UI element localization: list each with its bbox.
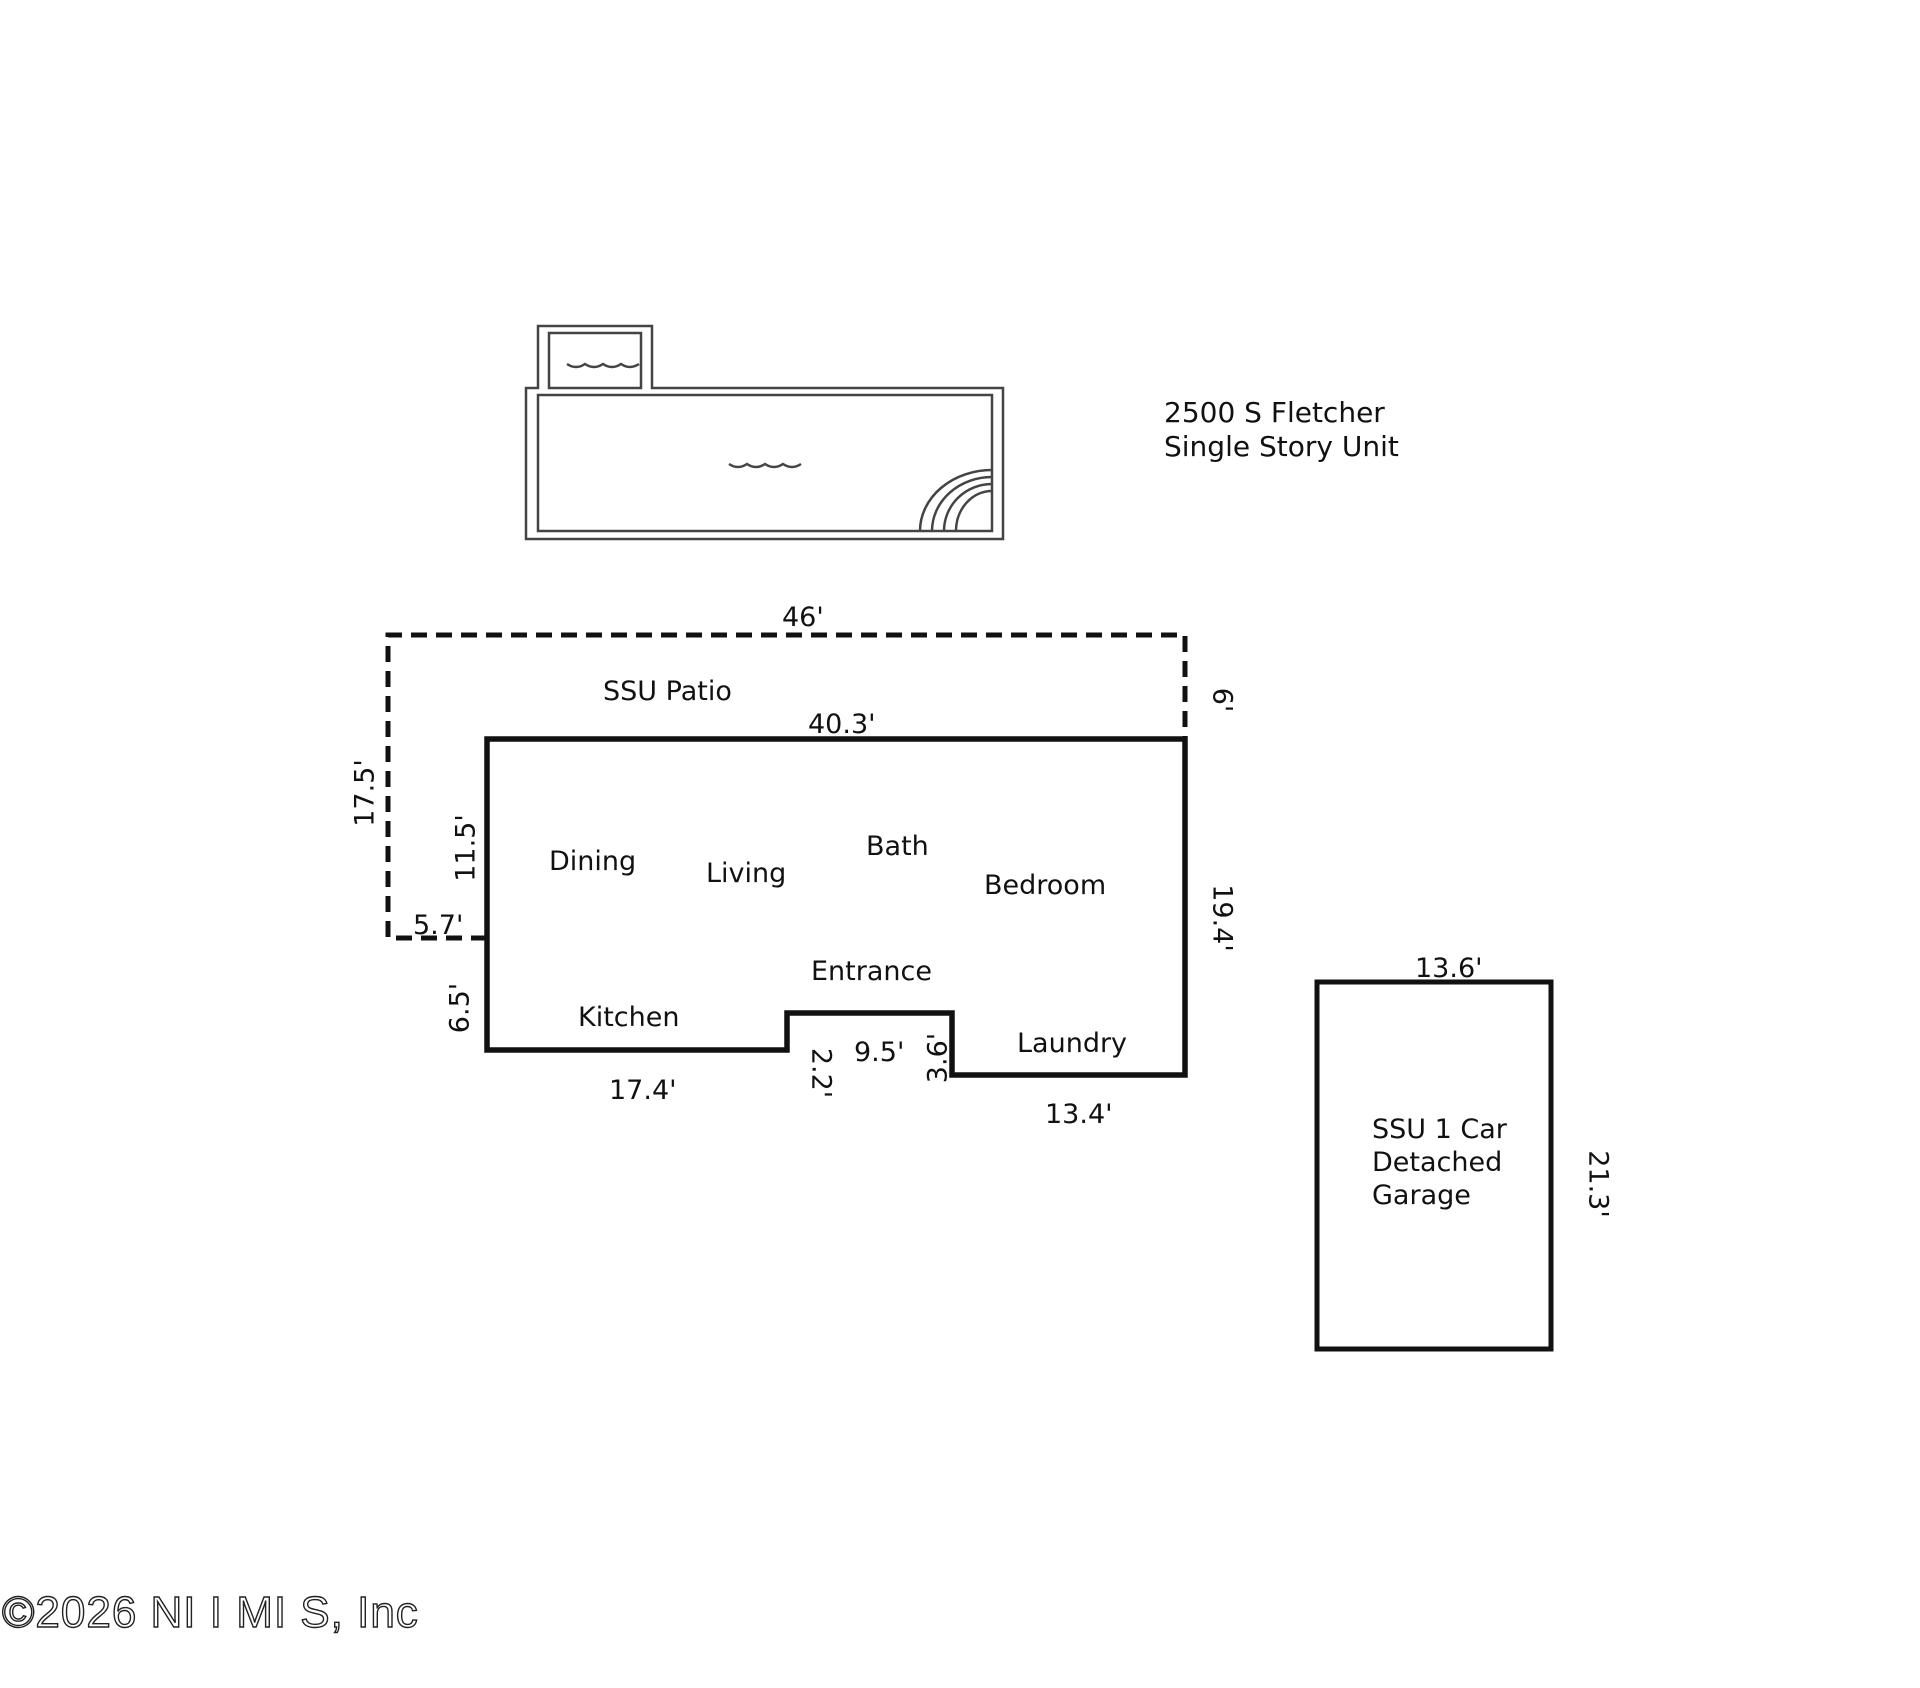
garage-top-dimension: 13.6' (1415, 953, 1483, 984)
patio-left-dimension: 17.5' (349, 759, 381, 827)
garage-outline (1314, 979, 1554, 1352)
unit-outline (484, 736, 1188, 1078)
patio-label: SSU Patio (603, 676, 732, 707)
garage-label: SSU 1 Car Detached Garage (1372, 1113, 1507, 1212)
pool-steps-icon (918, 468, 993, 532)
unit-top-dimension: 40.3' (808, 709, 876, 740)
room-kitchen: Kitchen (578, 1002, 680, 1033)
unit-left-lower-dimension: 6.5' (444, 982, 476, 1034)
unit-bottom-right-dimension: 13.4' (1045, 1099, 1113, 1130)
patio-outline (385, 632, 1188, 941)
garage-label-line-3: Garage (1372, 1180, 1471, 1211)
room-entrance: Entrance (811, 956, 932, 987)
unit-left-upper-dimension: 11.5' (450, 814, 482, 882)
garage-label-line-1: SSU 1 Car (1372, 1114, 1507, 1145)
room-laundry: Laundry (1017, 1028, 1128, 1059)
water-waves-icon (566, 362, 802, 469)
room-bedroom: Bedroom (984, 870, 1107, 901)
unit-step-width-dimension: 9.5' (854, 1037, 905, 1068)
unit-type-text: Single Story Unit (1164, 430, 1399, 463)
patio-top-dimension: 46' (782, 602, 824, 633)
unit-bottom-left-dimension: 17.4' (609, 1075, 677, 1106)
pool-icon (524, 324, 1005, 541)
room-dining: Dining (549, 846, 637, 877)
unit-right-dimension: 19.4' (1206, 884, 1238, 952)
unit-step-down-dimension: 2.2' (805, 1047, 837, 1099)
patio-right-dimension: 6' (1206, 687, 1238, 713)
garage-label-line-2: Detached (1372, 1147, 1503, 1178)
address-text: 2500 S Fletcher (1164, 396, 1385, 429)
property-title: 2500 S Fletcher Single Story Unit (1164, 396, 1399, 464)
garage-right-dimension: 21.3' (1582, 1150, 1614, 1218)
room-living: Living (706, 858, 787, 889)
unit-step-up-dimension: 3.6' (922, 1032, 954, 1084)
room-bath: Bath (866, 831, 929, 862)
patio-bottom-dimension: 5.7' (413, 910, 464, 941)
copyright-watermark: ©2026 NI I MI S, Inc (1, 1587, 419, 1637)
